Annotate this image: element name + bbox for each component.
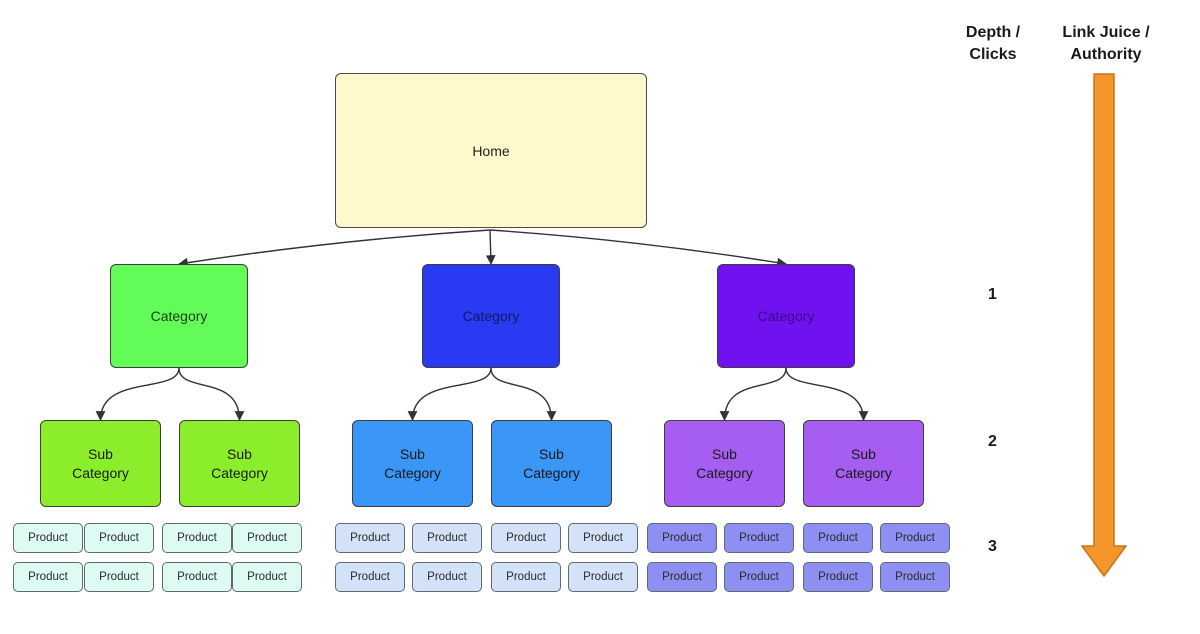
product-node-2-2-1-label: Product	[506, 532, 546, 544]
product-node-3-1-4[interactable]: Product	[724, 562, 794, 592]
product-node-2-2-2-label: Product	[583, 532, 623, 544]
product-node-3-2-1-label: Product	[818, 532, 858, 544]
connector-home-category-3	[489, 229, 787, 268]
category-node-1-label: Category	[150, 308, 208, 324]
product-node-2-1-1-label: Product	[350, 532, 390, 544]
product-node-3-1-2[interactable]: Product	[724, 523, 794, 553]
product-node-2-1-2[interactable]: Product	[412, 523, 482, 553]
subcategory-node-3-2-label: Sub Category	[835, 445, 892, 481]
category-node-1[interactable]: Category	[110, 264, 248, 368]
product-node-1-1-2[interactable]: Product	[84, 523, 154, 553]
product-node-1-1-4-label: Product	[99, 571, 139, 583]
product-node-2-2-3[interactable]: Product	[491, 562, 561, 592]
product-node-2-1-4-label: Product	[427, 571, 467, 583]
subcategory-node-1-1[interactable]: Sub Category	[40, 420, 161, 507]
depth-level-2: 2	[988, 433, 997, 450]
depth-level-1: 1	[988, 286, 997, 303]
connector-category-1-sub-1	[95, 367, 180, 421]
product-node-1-1-3[interactable]: Product	[13, 562, 83, 592]
connector-category-1-sub-2	[178, 367, 245, 421]
product-node-1-1-1-label: Product	[28, 532, 68, 544]
subcategory-node-1-2-label: Sub Category	[211, 445, 268, 481]
subcategory-node-1-1-label: Sub Category	[72, 445, 129, 481]
product-node-2-1-3-label: Product	[350, 571, 390, 583]
connector-category-2-sub-2	[490, 367, 557, 421]
connector-home-category-1	[178, 229, 491, 268]
product-node-1-1-4[interactable]: Product	[84, 562, 154, 592]
subcategory-node-2-1-label: Sub Category	[384, 445, 441, 481]
connector-category-3-sub-1	[719, 367, 787, 421]
subcategory-node-3-2[interactable]: Sub Category	[803, 420, 924, 507]
subcategory-node-3-1-label: Sub Category	[696, 445, 753, 481]
connector-category-3-sub-2	[785, 367, 869, 421]
product-node-3-1-2-label: Product	[739, 532, 779, 544]
product-node-2-2-3-label: Product	[506, 571, 546, 583]
product-node-3-1-3[interactable]: Product	[647, 562, 717, 592]
product-node-2-1-3[interactable]: Product	[335, 562, 405, 592]
product-node-1-2-4-label: Product	[247, 571, 287, 583]
product-node-1-1-3-label: Product	[28, 571, 68, 583]
product-node-2-2-4[interactable]: Product	[568, 562, 638, 592]
authority-down-arrow	[1081, 73, 1127, 577]
link-juice-authority-header: Link Juice / Authority	[1062, 24, 1150, 63]
product-node-1-2-3[interactable]: Product	[162, 562, 232, 592]
subcategory-node-3-1[interactable]: Sub Category	[664, 420, 785, 507]
product-node-1-2-1-label: Product	[177, 532, 217, 544]
category-node-2[interactable]: Category	[422, 264, 560, 368]
connector-category-2-sub-1	[407, 367, 492, 421]
product-node-3-2-4-label: Product	[895, 571, 935, 583]
product-node-3-1-3-label: Product	[662, 571, 702, 583]
product-node-1-2-2-label: Product	[247, 532, 287, 544]
product-node-2-2-4-label: Product	[583, 571, 623, 583]
home-node-label: Home	[472, 142, 510, 159]
subcategory-node-2-1[interactable]: Sub Category	[352, 420, 473, 507]
depth-clicks-header: Depth / Clicks	[965, 24, 1021, 63]
category-node-2-label: Category	[462, 308, 520, 324]
subcategory-node-2-2-label: Sub Category	[523, 445, 580, 481]
product-node-1-2-4[interactable]: Product	[232, 562, 302, 592]
depth-level-3: 3	[988, 538, 997, 555]
subcategory-node-2-2[interactable]: Sub Category	[491, 420, 612, 507]
home-node[interactable]: Home	[335, 73, 647, 228]
product-node-3-2-3-label: Product	[818, 571, 858, 583]
product-node-3-2-3[interactable]: Product	[803, 562, 873, 592]
authority-arrow	[1081, 73, 1127, 577]
category-node-3[interactable]: Category	[717, 264, 855, 368]
product-node-2-2-1[interactable]: Product	[491, 523, 561, 553]
product-node-1-2-2[interactable]: Product	[232, 523, 302, 553]
product-node-1-1-1[interactable]: Product	[13, 523, 83, 553]
product-node-1-2-1[interactable]: Product	[162, 523, 232, 553]
product-node-2-1-4[interactable]: Product	[412, 562, 482, 592]
product-node-1-1-2-label: Product	[99, 532, 139, 544]
product-node-3-1-1[interactable]: Product	[647, 523, 717, 553]
product-node-3-1-1-label: Product	[662, 532, 702, 544]
product-node-2-1-2-label: Product	[427, 532, 467, 544]
product-node-3-2-2[interactable]: Product	[880, 523, 950, 553]
product-node-3-2-2-label: Product	[895, 532, 935, 544]
subcategory-node-1-2[interactable]: Sub Category	[179, 420, 300, 507]
product-node-3-2-4[interactable]: Product	[880, 562, 950, 592]
product-node-2-2-2[interactable]: Product	[568, 523, 638, 553]
connectors	[95, 229, 869, 421]
category-node-3-label: Category	[757, 308, 815, 324]
connector-home-category-2	[485, 229, 496, 265]
product-node-1-2-3-label: Product	[177, 571, 217, 583]
product-node-3-1-4-label: Product	[739, 571, 779, 583]
product-node-2-1-1[interactable]: Product	[335, 523, 405, 553]
product-node-3-2-1[interactable]: Product	[803, 523, 873, 553]
